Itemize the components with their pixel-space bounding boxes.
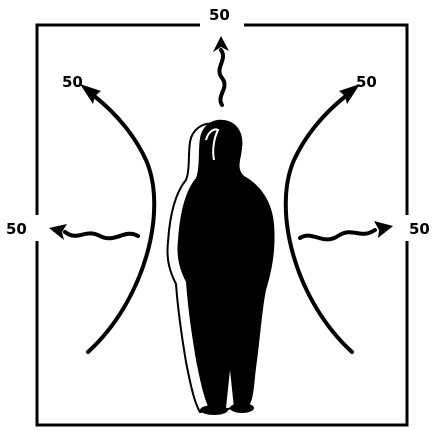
wavy-arrow-up	[219, 50, 224, 105]
wavy-arrow-right	[300, 230, 375, 239]
person-silhouette-icon	[167, 120, 274, 415]
label-top: 50	[209, 6, 230, 24]
curved-arrow-right-arc	[286, 95, 352, 352]
label-right: 50	[409, 220, 430, 238]
label-upper-right: 50	[356, 73, 377, 91]
label-left: 50	[6, 220, 27, 238]
curved-arrow-left-arc	[88, 95, 154, 352]
left-label-gap	[32, 215, 42, 241]
label-upper-left: 50	[62, 73, 83, 91]
wavy-arrow-left	[65, 232, 138, 238]
